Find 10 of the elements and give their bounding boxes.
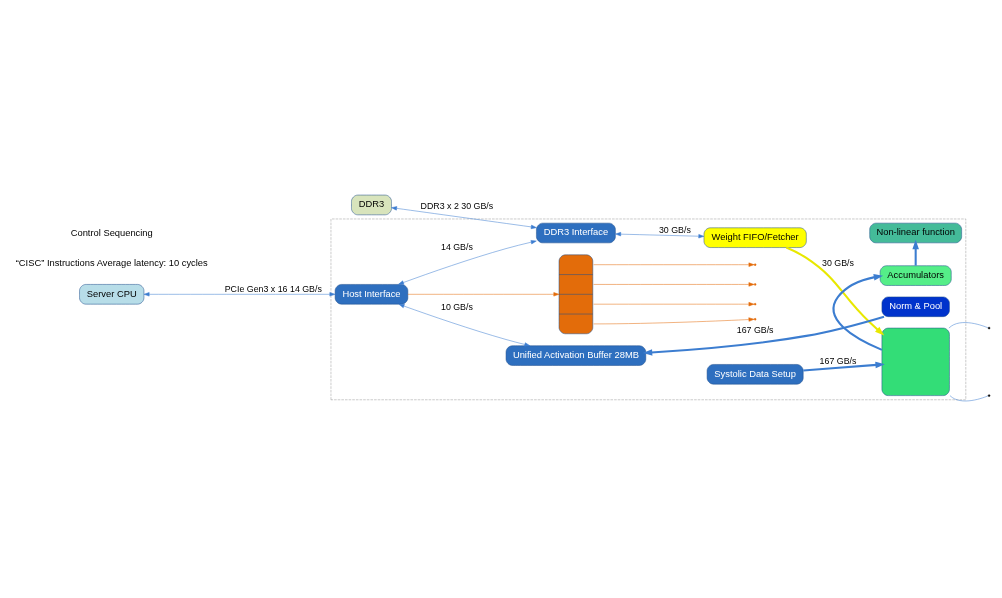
edge-label: 30 GB/s	[822, 257, 854, 268]
edge-label: 167 GB/s	[736, 324, 774, 335]
edge-label: 14 GB/s	[440, 241, 473, 252]
edge-label: DDR3 x 2 30 GB/s	[420, 200, 494, 211]
edge-label: 10 GB/s	[440, 301, 473, 312]
label: Control Sequencing	[70, 227, 153, 238]
label: “CISC” Instructions Average latency: 10 cycles	[15, 257, 208, 268]
edge-label: 30 GB/s	[658, 224, 691, 235]
edge-label: PCIe Gen3 x 16 14 GB/s	[224, 283, 322, 293]
edge-label: 167 GB/s	[819, 355, 857, 366]
